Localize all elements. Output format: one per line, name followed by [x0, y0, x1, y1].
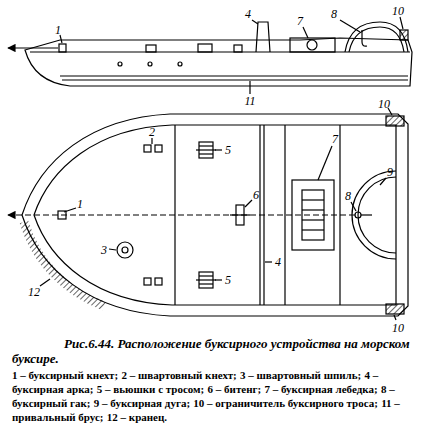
callout-number: 9 — [387, 166, 393, 178]
legend-item: 12 – кранец. — [107, 411, 167, 423]
legend-item: 1 – буксирный кнехт; — [12, 369, 118, 381]
plan-view — [8, 108, 408, 320]
figure-caption: Рис.6.44. Расположение буксирного устрой… — [12, 336, 414, 366]
legend-item: 7 – буксирная лебедка; — [265, 383, 378, 395]
legend-item: 5 – вьюшки с тросом; — [97, 383, 205, 395]
callout-number: 4 — [245, 8, 251, 20]
callout-number: 2 — [149, 126, 155, 138]
legend-item: 2 – швартовный кнехт; — [121, 369, 236, 381]
callout-number: 3 — [101, 244, 107, 256]
callout-number: 10 — [392, 5, 404, 17]
callout-number: 12 — [28, 286, 40, 298]
callout-number: 10 — [392, 322, 404, 334]
callout-number: 10 — [378, 98, 390, 110]
callout-number: 7 — [332, 133, 338, 145]
callout-number: 7 — [297, 15, 303, 27]
callout-number: 5 — [225, 274, 231, 286]
side-view — [8, 17, 412, 94]
callout-number: 8 — [345, 190, 351, 202]
legend-item: 3 – швартовный шпиль; — [240, 369, 361, 381]
callout-number: 4 — [275, 256, 281, 268]
callout-number: 8 — [331, 8, 337, 20]
callout-number: 1 — [77, 198, 83, 210]
legend-item: 10 – ограничитель буксирного троса; — [193, 397, 377, 409]
callout-number: 5 — [225, 144, 231, 156]
legend-item: 6 – битенг; — [208, 383, 262, 395]
callout-number: 11 — [244, 95, 255, 107]
figure-caption-block: Рис.6.44. Расположение буксирного устрой… — [12, 336, 414, 424]
legend-item: 9 – буксирная дуга; — [94, 397, 190, 409]
legend-text: 1 – буксирный кнехт;2 – швартовный кнехт… — [12, 368, 414, 424]
callout-number: 6 — [253, 189, 259, 201]
callout-number: 1 — [55, 24, 61, 36]
